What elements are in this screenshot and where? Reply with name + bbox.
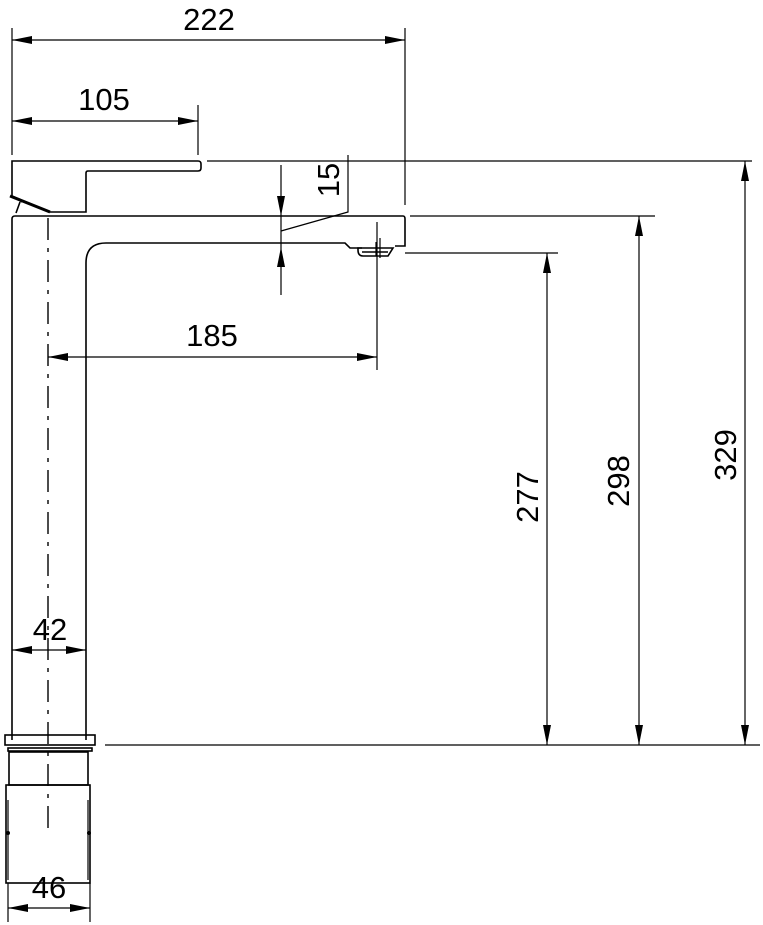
dim-overall-height: 329 [708,429,743,481]
handle [11,160,202,214]
dim-handle-length: 105 [78,82,130,117]
tap-outline [4,160,406,884]
spout [11,215,406,740]
dim-outlet-height: 277 [510,471,545,523]
dim-spout-top-height: 298 [601,455,636,507]
handle-lever [9,194,51,214]
shank-lower [5,784,91,884]
base-washer [7,747,93,752]
dim-body-diameter: 42 [33,612,67,647]
dim-shank-diameter: 46 [32,870,66,905]
dim-overall-reach: 222 [183,2,235,37]
extension-lines [7,28,760,922]
base-flange [4,734,96,746]
dim-spout-thickness: 15 [311,163,346,197]
dimension-lines [8,36,749,912]
dim-spout-reach: 185 [186,318,238,353]
